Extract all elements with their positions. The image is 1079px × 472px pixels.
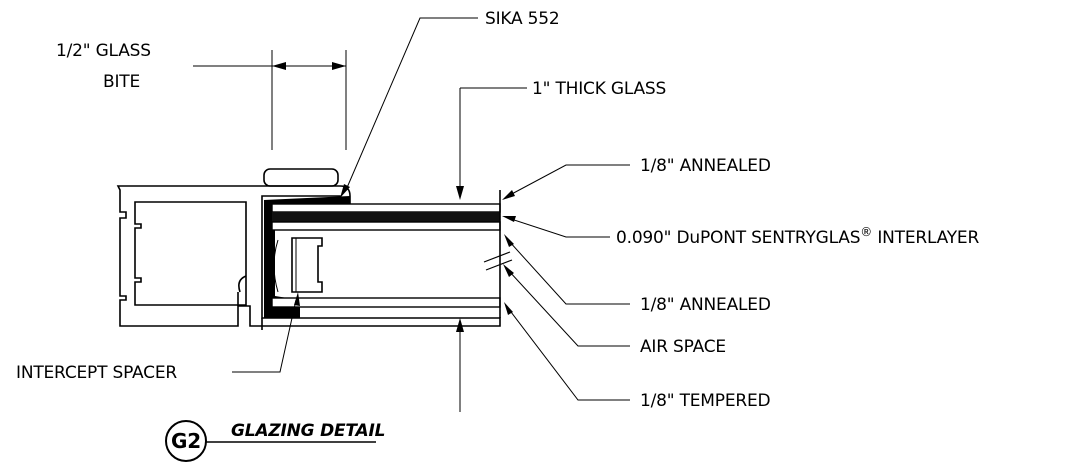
thickness-dimension xyxy=(456,87,527,412)
label-air-space: AIR SPACE xyxy=(640,337,726,357)
label-interlayer: 0.090" DuPONT SENTRYGLAS® INTERLAYER xyxy=(616,225,979,248)
interlayer-registered-mark: ® xyxy=(860,225,872,239)
label-tempered: 1/8" TEMPERED xyxy=(640,391,771,411)
label-annealed-top: 1/8" ANNEALED xyxy=(640,156,771,176)
detail-title-text: GLAZING DETAIL xyxy=(231,421,385,441)
callout-labels: 1/2" GLASS BITE SIKA 552 1" THICK GLASS … xyxy=(16,9,980,411)
glass-bite-dimension xyxy=(193,50,347,150)
label-glass-bite-line2: BITE xyxy=(103,72,140,92)
detail-badge xyxy=(165,420,207,462)
interlayer-tail: INTERLAYER xyxy=(872,228,979,248)
detail-badge-label: G2 xyxy=(171,429,201,453)
intercept-spacer-shape xyxy=(291,237,323,293)
label-intercept-spacer: INTERCEPT SPACER xyxy=(16,363,177,383)
detail-title: G2 GLAZING DETAIL xyxy=(165,420,385,462)
interlayer-main: 0.090" DuPONT SENTRYGLAS xyxy=(616,228,860,248)
label-glass-bite-line1: 1/2" GLASS xyxy=(56,41,151,61)
label-sika: SIKA 552 xyxy=(485,9,560,29)
label-thick-glass: 1" THICK GLASS xyxy=(532,79,666,99)
label-annealed-bottom: 1/8" ANNEALED xyxy=(640,295,771,315)
glass-panel xyxy=(264,190,513,318)
interlayer xyxy=(272,212,500,222)
leader-lines xyxy=(232,17,630,401)
